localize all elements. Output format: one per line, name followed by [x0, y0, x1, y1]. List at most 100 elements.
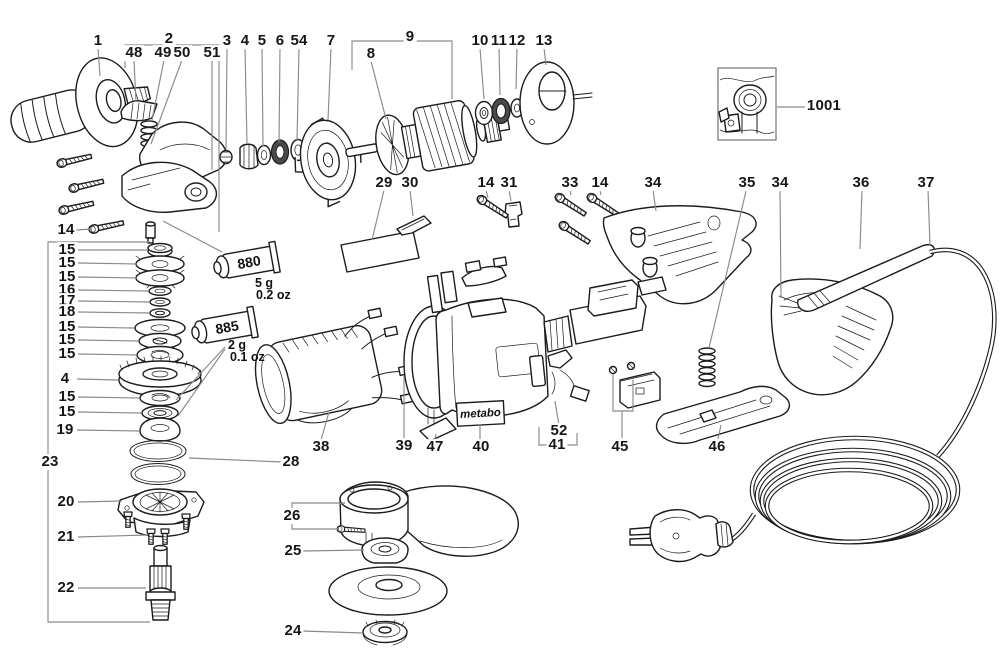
part-46-lever [655, 385, 791, 445]
part-25-flange [361, 537, 409, 564]
part-15-star-washer2 [135, 269, 185, 289]
leader-line [612, 374, 634, 412]
part-side-handle [10, 57, 152, 148]
tube-885-amount-alt: 0.1 oz [230, 350, 265, 364]
part-34-cover-shell [602, 205, 757, 305]
part-armature [345, 100, 511, 176]
part-40-metabo-label: metabo [455, 400, 506, 427]
part-39-rear-assembly [543, 276, 667, 353]
leader-line [485, 189, 489, 199]
part-4-pinion [239, 143, 259, 170]
leader-line [652, 189, 657, 212]
leader-line [76, 429, 140, 432]
leader-line [188, 457, 284, 463]
leader-lines [47, 40, 931, 634]
metabo-logo-text: metabo [460, 407, 501, 421]
part-30-wedge [396, 215, 432, 236]
leader-line [77, 300, 150, 303]
leader-line [599, 189, 602, 196]
leader-line [278, 47, 281, 143]
leader-line [150, 59, 183, 145]
part-15-flat-washer [134, 318, 186, 338]
part-switch-slider [426, 256, 508, 314]
leader-line [133, 59, 137, 103]
leader-line [77, 326, 135, 329]
leader-line [47, 241, 150, 623]
part-29-plate [340, 230, 420, 273]
leader-line [97, 47, 101, 77]
tube-880-number: 880 [236, 252, 262, 272]
leader-line [77, 353, 137, 356]
leader-line [371, 189, 385, 241]
part-15-flat-washer2 [138, 332, 182, 350]
part-4-crown-gear [118, 355, 202, 397]
tube-885-number: 885 [214, 317, 240, 337]
leader-line [717, 424, 722, 440]
part-35-spring [698, 347, 716, 388]
part-37-cable [929, 247, 997, 458]
part-7-baffle [294, 117, 362, 208]
part-guard [339, 481, 519, 557]
leader-line [498, 47, 501, 96]
part-41-brush-holders [528, 349, 590, 402]
leader-line [543, 47, 547, 66]
leader-line [77, 289, 149, 292]
part-pin [145, 221, 156, 244]
leader-line [434, 433, 437, 441]
part-24-clamp-nut [362, 619, 408, 646]
leader-line [708, 190, 747, 349]
part-48-clamp [120, 100, 158, 122]
part-19-dome-cap [139, 417, 181, 442]
leader-line [151, 59, 165, 121]
leader-line [779, 189, 782, 299]
leader-line [244, 47, 248, 145]
leader-line [296, 47, 300, 142]
part-15-nut [147, 242, 173, 258]
leader-line [77, 534, 149, 538]
leader-line [77, 411, 142, 414]
part-10-bearing [474, 100, 494, 126]
leader-line [927, 189, 931, 247]
part-880-grease-tube: 880 5 g 0.2 oz [213, 240, 291, 302]
part-grinding-disc [328, 566, 448, 616]
leader-line [225, 47, 228, 150]
tube-885-amount: 2 g [228, 338, 246, 352]
leader-line [76, 378, 119, 381]
part-screw-14 [87, 217, 125, 235]
leader-line [351, 40, 453, 99]
part-1001-inset [717, 67, 777, 141]
part-housing-screws [55, 151, 105, 216]
part-3-nut [219, 149, 233, 165]
leader-line [77, 311, 150, 314]
part-39-motor-housing [403, 297, 549, 427]
part-13-bearing-cover [519, 61, 593, 145]
leader-line [859, 189, 863, 250]
leader-line [301, 549, 365, 552]
part-plug [629, 509, 734, 563]
leader-line [162, 220, 223, 253]
part-6-bearing [270, 139, 290, 165]
part-16-washer [148, 286, 172, 296]
part-51-gear-housing [121, 121, 228, 213]
leader-line [569, 189, 572, 196]
leader-line [177, 348, 226, 417]
parts-artwork: metabo 880 5 g 0.2 oz 885 2 g 0.1 [10, 57, 997, 646]
leader-line [370, 60, 387, 120]
tube-880-amount: 5 g [255, 276, 273, 290]
part-15-tab-washer [136, 345, 184, 365]
leader-line [301, 630, 364, 634]
part-36-strain-relief [778, 244, 936, 316]
leader-line [77, 276, 138, 279]
leader-line [409, 189, 414, 217]
part-45-switch [608, 361, 661, 409]
part-47-sticker [419, 417, 457, 442]
leader-line [77, 262, 138, 265]
leader-line [554, 400, 560, 426]
leader-line [538, 427, 578, 446]
leader-line [77, 396, 140, 399]
leader-line [291, 502, 345, 530]
leader-line [175, 346, 226, 401]
leader-line [320, 411, 330, 441]
